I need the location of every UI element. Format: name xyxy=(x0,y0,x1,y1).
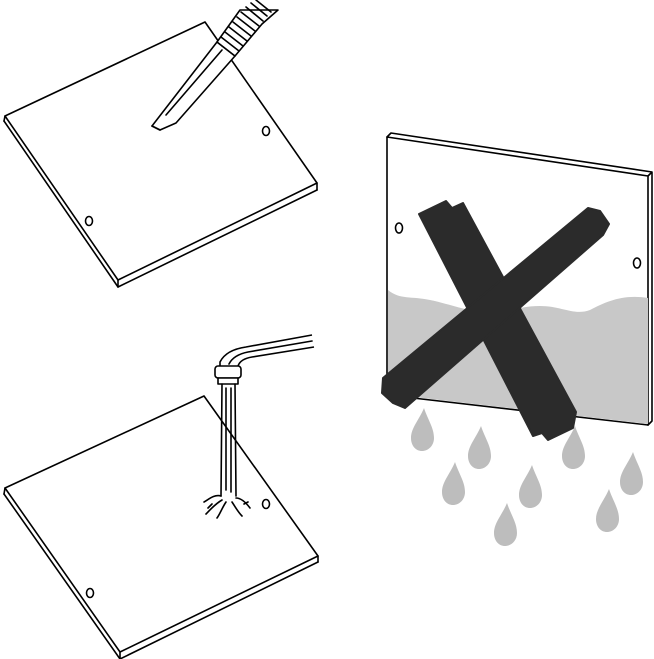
scraper-icon xyxy=(151,0,279,131)
water-drop-icon xyxy=(620,452,643,495)
mounting-hole xyxy=(394,222,404,234)
water-drop-icon xyxy=(468,426,491,469)
plate xyxy=(4,21,318,281)
cross-mark-icon xyxy=(381,200,610,441)
water-drop-icon xyxy=(596,489,619,532)
mounting-hole xyxy=(261,125,271,137)
water-drop-icon xyxy=(494,503,517,546)
panel-soak xyxy=(381,132,653,546)
water-drop-icon xyxy=(442,462,465,505)
mounting-hole xyxy=(84,215,94,227)
plate xyxy=(4,395,319,653)
plate-edge xyxy=(3,493,319,659)
water-drop-icon xyxy=(411,408,434,451)
plate-corners xyxy=(3,115,318,288)
water-drop-icon xyxy=(562,426,585,469)
mounting-hole xyxy=(632,257,642,269)
mounting-hole xyxy=(85,587,95,599)
panel-rinse xyxy=(3,334,319,659)
water-drops xyxy=(411,408,643,546)
plate-corners xyxy=(3,487,319,659)
water-drop-icon xyxy=(519,465,542,508)
mounting-hole xyxy=(261,498,271,510)
panel-scrape xyxy=(3,0,318,288)
water-tap-icon xyxy=(203,334,315,519)
plate-edge xyxy=(386,132,653,426)
